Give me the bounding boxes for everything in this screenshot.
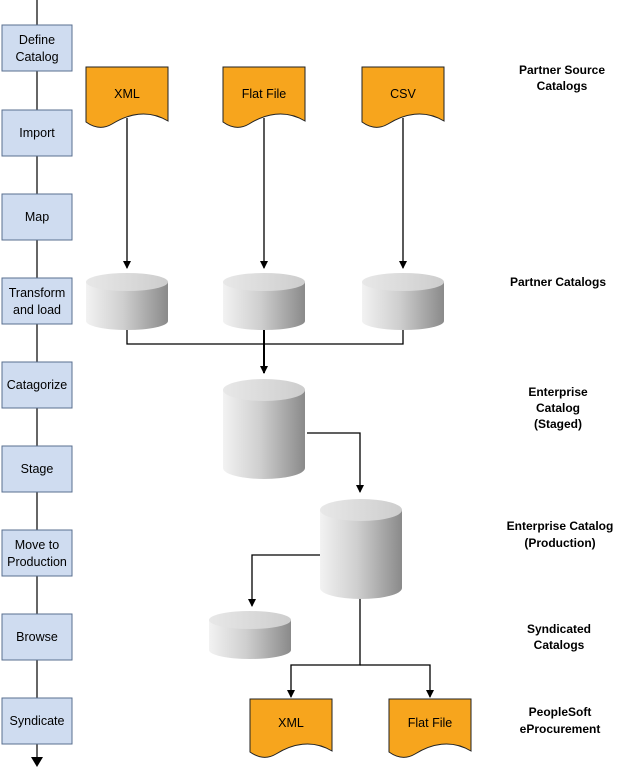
document-label: XML bbox=[114, 87, 140, 101]
document-icon[interactable]: XML bbox=[249, 698, 333, 758]
step-label: Map bbox=[25, 210, 49, 224]
database-icon[interactable] bbox=[223, 379, 305, 479]
label-partner-source-line1: Partner Source bbox=[519, 63, 605, 77]
step-catagorize[interactable]: Catagorize bbox=[1, 361, 73, 409]
document-label: Flat File bbox=[242, 87, 287, 101]
label-enterprise-staged-line3: (Staged) bbox=[534, 417, 582, 431]
source-documents: XML Flat File CSV bbox=[85, 66, 445, 128]
database-icon[interactable] bbox=[223, 273, 305, 330]
document-icon[interactable]: XML bbox=[85, 66, 169, 128]
document-label: Flat File bbox=[408, 716, 453, 730]
arrow-to-output-flatfile bbox=[360, 664, 434, 698]
step-transform-and-load[interactable]: Transform and load bbox=[1, 277, 73, 325]
label-partner-catalogs: Partner Catalogs bbox=[510, 275, 606, 289]
step-map[interactable]: Map bbox=[1, 193, 73, 241]
database-icon[interactable] bbox=[86, 273, 168, 330]
database-icon[interactable] bbox=[320, 499, 402, 599]
label-peoplesoft-line1: PeopleSoft bbox=[529, 705, 592, 719]
connectors bbox=[123, 118, 434, 698]
label-enterprise-staged-line1: Enterprise bbox=[528, 385, 588, 399]
step-import[interactable]: Import bbox=[1, 109, 73, 157]
label-enterprise-staged-line2: Catalog bbox=[536, 401, 580, 415]
side-labels: Partner Source Catalogs Partner Catalogs… bbox=[507, 63, 614, 736]
label-enterprise-production-line2: (Production) bbox=[524, 536, 595, 550]
label-partner-source-line2: Catalogs bbox=[537, 79, 588, 93]
document-icon[interactable]: Flat File bbox=[388, 698, 472, 758]
database-icon[interactable] bbox=[362, 273, 444, 330]
step-label: Production bbox=[7, 555, 67, 569]
step-browse[interactable]: Browse bbox=[1, 613, 73, 661]
document-label: CSV bbox=[390, 87, 416, 101]
step-label: Catalog bbox=[15, 50, 58, 64]
document-label: XML bbox=[278, 716, 304, 730]
step-label: Browse bbox=[16, 630, 58, 644]
step-move-to-production[interactable]: Move to Production bbox=[1, 529, 73, 577]
step-list: Define Catalog Import Map Transform and … bbox=[1, 24, 73, 745]
label-peoplesoft-line2: eProcurement bbox=[520, 722, 601, 736]
step-label: Catagorize bbox=[7, 378, 67, 392]
partner-catalogs bbox=[86, 273, 444, 330]
database-icon[interactable] bbox=[209, 611, 291, 659]
label-syndicated-line1: Syndicated bbox=[527, 622, 591, 636]
arrow-to-output-xml bbox=[287, 595, 361, 698]
step-label: Import bbox=[19, 126, 55, 140]
label-syndicated-line2: Catalogs bbox=[534, 638, 585, 652]
output-documents: XML Flat File bbox=[249, 698, 472, 758]
arrow-to-syndicated bbox=[248, 554, 320, 607]
step-label: and load bbox=[13, 303, 61, 317]
step-stage[interactable]: Stage bbox=[1, 445, 73, 493]
step-label: Syndicate bbox=[10, 714, 65, 728]
arrow-staged-to-production bbox=[307, 432, 364, 493]
step-label: Define bbox=[19, 33, 55, 47]
step-label: Stage bbox=[21, 462, 54, 476]
step-syndicate[interactable]: Syndicate bbox=[1, 697, 73, 745]
step-label: Transform bbox=[9, 286, 66, 300]
document-icon[interactable]: Flat File bbox=[222, 66, 306, 128]
label-enterprise-production-line1: Enterprise Catalog bbox=[507, 519, 614, 533]
document-icon[interactable]: CSV bbox=[361, 66, 445, 128]
step-label: Move to bbox=[15, 538, 60, 552]
step-define-catalog[interactable]: Define Catalog bbox=[1, 24, 73, 72]
